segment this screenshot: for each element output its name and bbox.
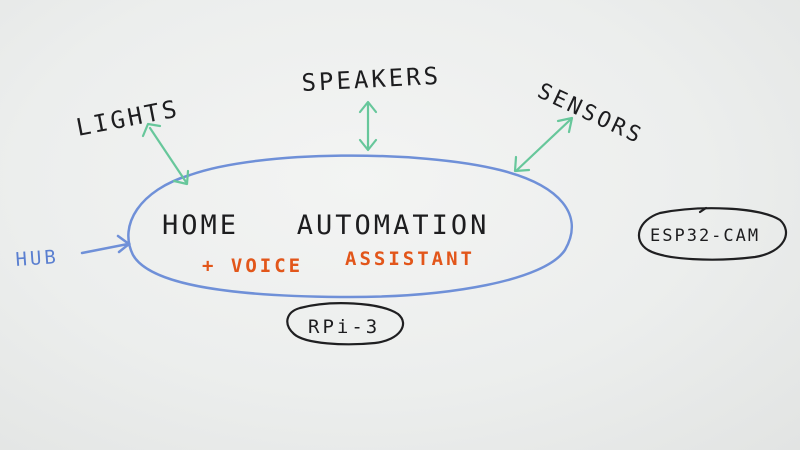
home-automation-ellipse [127,154,573,299]
rpi-bubble [286,302,405,346]
hub-arrow [80,234,132,255]
voice-prefix: + VOICE [202,255,303,277]
esp32-bubble-tick [698,206,708,214]
speakers-double-arrow [358,100,378,152]
esp32-bubble [637,207,788,261]
esp32-label: ESP32-CAM [650,226,760,246]
sensors-double-arrow [513,116,574,173]
lights-label: LIGHTS [74,94,182,141]
hub-label: HUB [15,246,60,271]
home-automation-title: HOME AUTOMATION [162,210,489,241]
assistant-label: ASSISTANT [345,248,475,270]
rpi-label: RPi-3 [308,316,380,338]
speakers-label: SPEAKERS [301,62,442,97]
lights-double-arrow [141,122,190,186]
